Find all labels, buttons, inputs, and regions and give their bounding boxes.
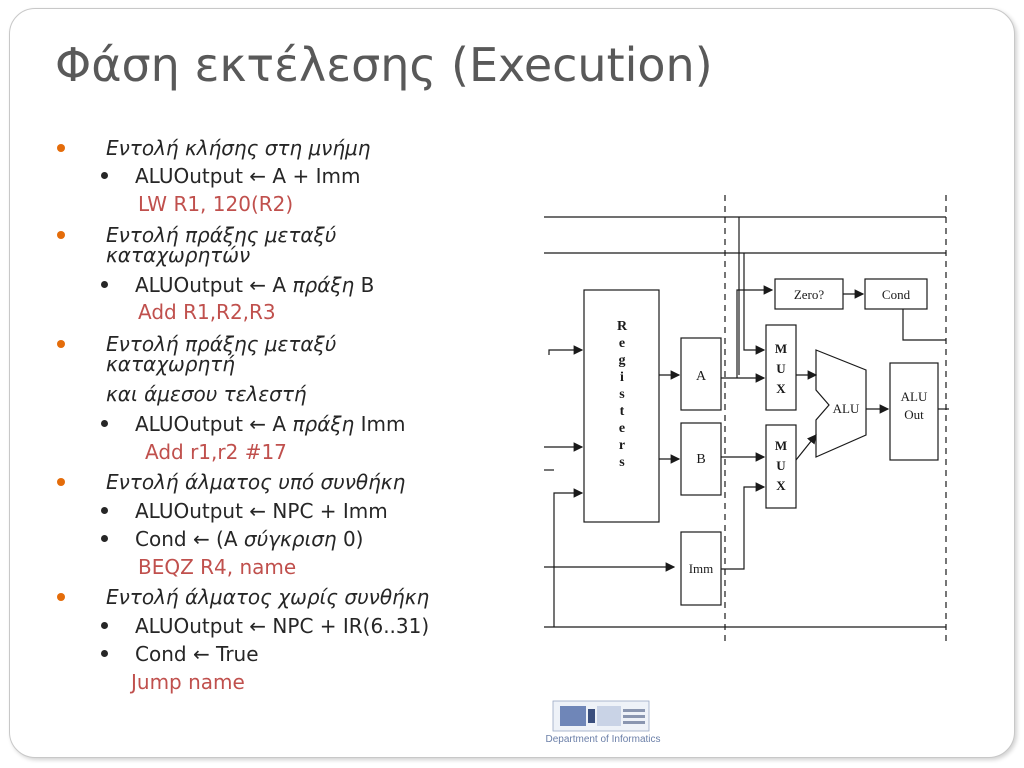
bullet-icon <box>101 172 108 179</box>
bullet-icon <box>57 593 65 601</box>
bullet-icon <box>101 281 108 288</box>
bullet-icon <box>101 622 108 629</box>
registers-letter: R <box>617 319 628 334</box>
registers-letter: r <box>619 438 625 453</box>
registers-letter: s <box>619 455 625 470</box>
bullet-level1: Εντολή πράξης μεταξύ <box>106 223 337 247</box>
arrow <box>743 253 766 355</box>
bullet-level1-cont: και άμεσου τελεστή <box>106 382 307 406</box>
registers-letter: e <box>619 421 625 436</box>
registers-letter: s <box>619 387 625 402</box>
alu-out-label: ALU <box>901 389 928 404</box>
registers-letter: e <box>619 336 625 351</box>
bullet-icon <box>101 420 108 427</box>
mux-letter: M <box>775 341 787 356</box>
alu-out-block <box>889 362 939 461</box>
bullet-level1-cont: καταχωρητή <box>106 352 235 376</box>
department-logo-icon: Department of Informatics <box>545 700 661 745</box>
arrow <box>736 285 774 378</box>
bullet-icon <box>57 144 65 152</box>
arrow <box>721 482 766 570</box>
alu-label: ALU <box>833 401 860 416</box>
bullet-icon <box>101 507 108 514</box>
example-instruction: Jump name <box>131 670 245 694</box>
mux-letter: M <box>775 438 787 453</box>
registers-block: R e g i s t e r s <box>583 289 660 523</box>
bullet-icon <box>57 231 65 239</box>
bullet-level2: Cond ← (A σύγκριση 0) <box>135 527 364 551</box>
example-instruction: LW R1, 120(R2) <box>138 192 294 216</box>
register-input-arrow <box>553 488 584 627</box>
b-register-block <box>680 422 722 496</box>
bullet-level1: Εντολή κλήσης στη μνήμη <box>106 136 371 160</box>
arrow <box>795 434 817 461</box>
a-register-label: A <box>696 369 707 384</box>
b-register-label: B <box>696 452 705 467</box>
execution-datapath-diagram: R e g i s t e r s A B Imm M U X M U X <box>544 195 949 645</box>
imm-block <box>680 531 722 606</box>
alu-out-label: Out <box>904 407 924 422</box>
example-instruction: BEQZ R4, name <box>138 555 297 579</box>
registers-letter: t <box>620 404 625 419</box>
bullet-icon <box>57 478 65 486</box>
slide-title: Φάση εκτέλεσης (Execution) <box>55 38 713 92</box>
mux-letter: X <box>776 381 786 396</box>
bullet-level2: Cond ← True <box>135 642 259 666</box>
mux-top-block <box>765 324 797 411</box>
cond-block <box>864 278 928 310</box>
zero-check-block <box>774 278 844 310</box>
bullet-icon <box>101 650 108 657</box>
bullet-level2: ALUOutput ← A πράξη Imm <box>135 412 406 436</box>
bullet-level1: Εντολή πράξης μεταξύ <box>106 332 337 356</box>
logo-caption: Department of Informatics <box>545 734 660 745</box>
registers-letter: g <box>619 353 626 368</box>
zero-check-label: Zero? <box>794 287 825 302</box>
mux-letter: U <box>776 458 786 473</box>
example-instruction: Add r1,r2 #17 <box>145 440 287 464</box>
register-input-arrow <box>548 345 584 355</box>
bullet-level2: ALUOutput ← NPC + Imm <box>135 499 388 523</box>
bullet-level1: Εντολή άλματος χωρίς συνθήκη <box>106 585 430 609</box>
wire <box>902 309 946 341</box>
mux-bottom-block <box>765 424 797 509</box>
bullet-icon <box>57 340 65 348</box>
mux-letter: U <box>776 361 786 376</box>
bullet-level2: ALUOutput ← A + Imm <box>135 164 361 188</box>
cond-label: Cond <box>882 287 911 302</box>
bullet-level1: Εντολή άλματος υπό συνθήκη <box>106 470 406 494</box>
bullet-level1-cont: καταχωρητών <box>106 243 251 267</box>
registers-letter: i <box>620 370 624 385</box>
bullet-level2: ALUOutput ← NPC + IR(6..31) <box>135 614 430 638</box>
bullet-icon <box>101 535 108 542</box>
a-register-block <box>680 337 722 411</box>
mux-letter: X <box>776 478 786 493</box>
imm-label: Imm <box>689 561 714 576</box>
example-instruction: Add R1,R2,R3 <box>138 300 276 324</box>
bullet-level2: ALUOutput ← A πράξη B <box>135 273 375 297</box>
department-logo: Department of Informatics <box>528 697 678 747</box>
